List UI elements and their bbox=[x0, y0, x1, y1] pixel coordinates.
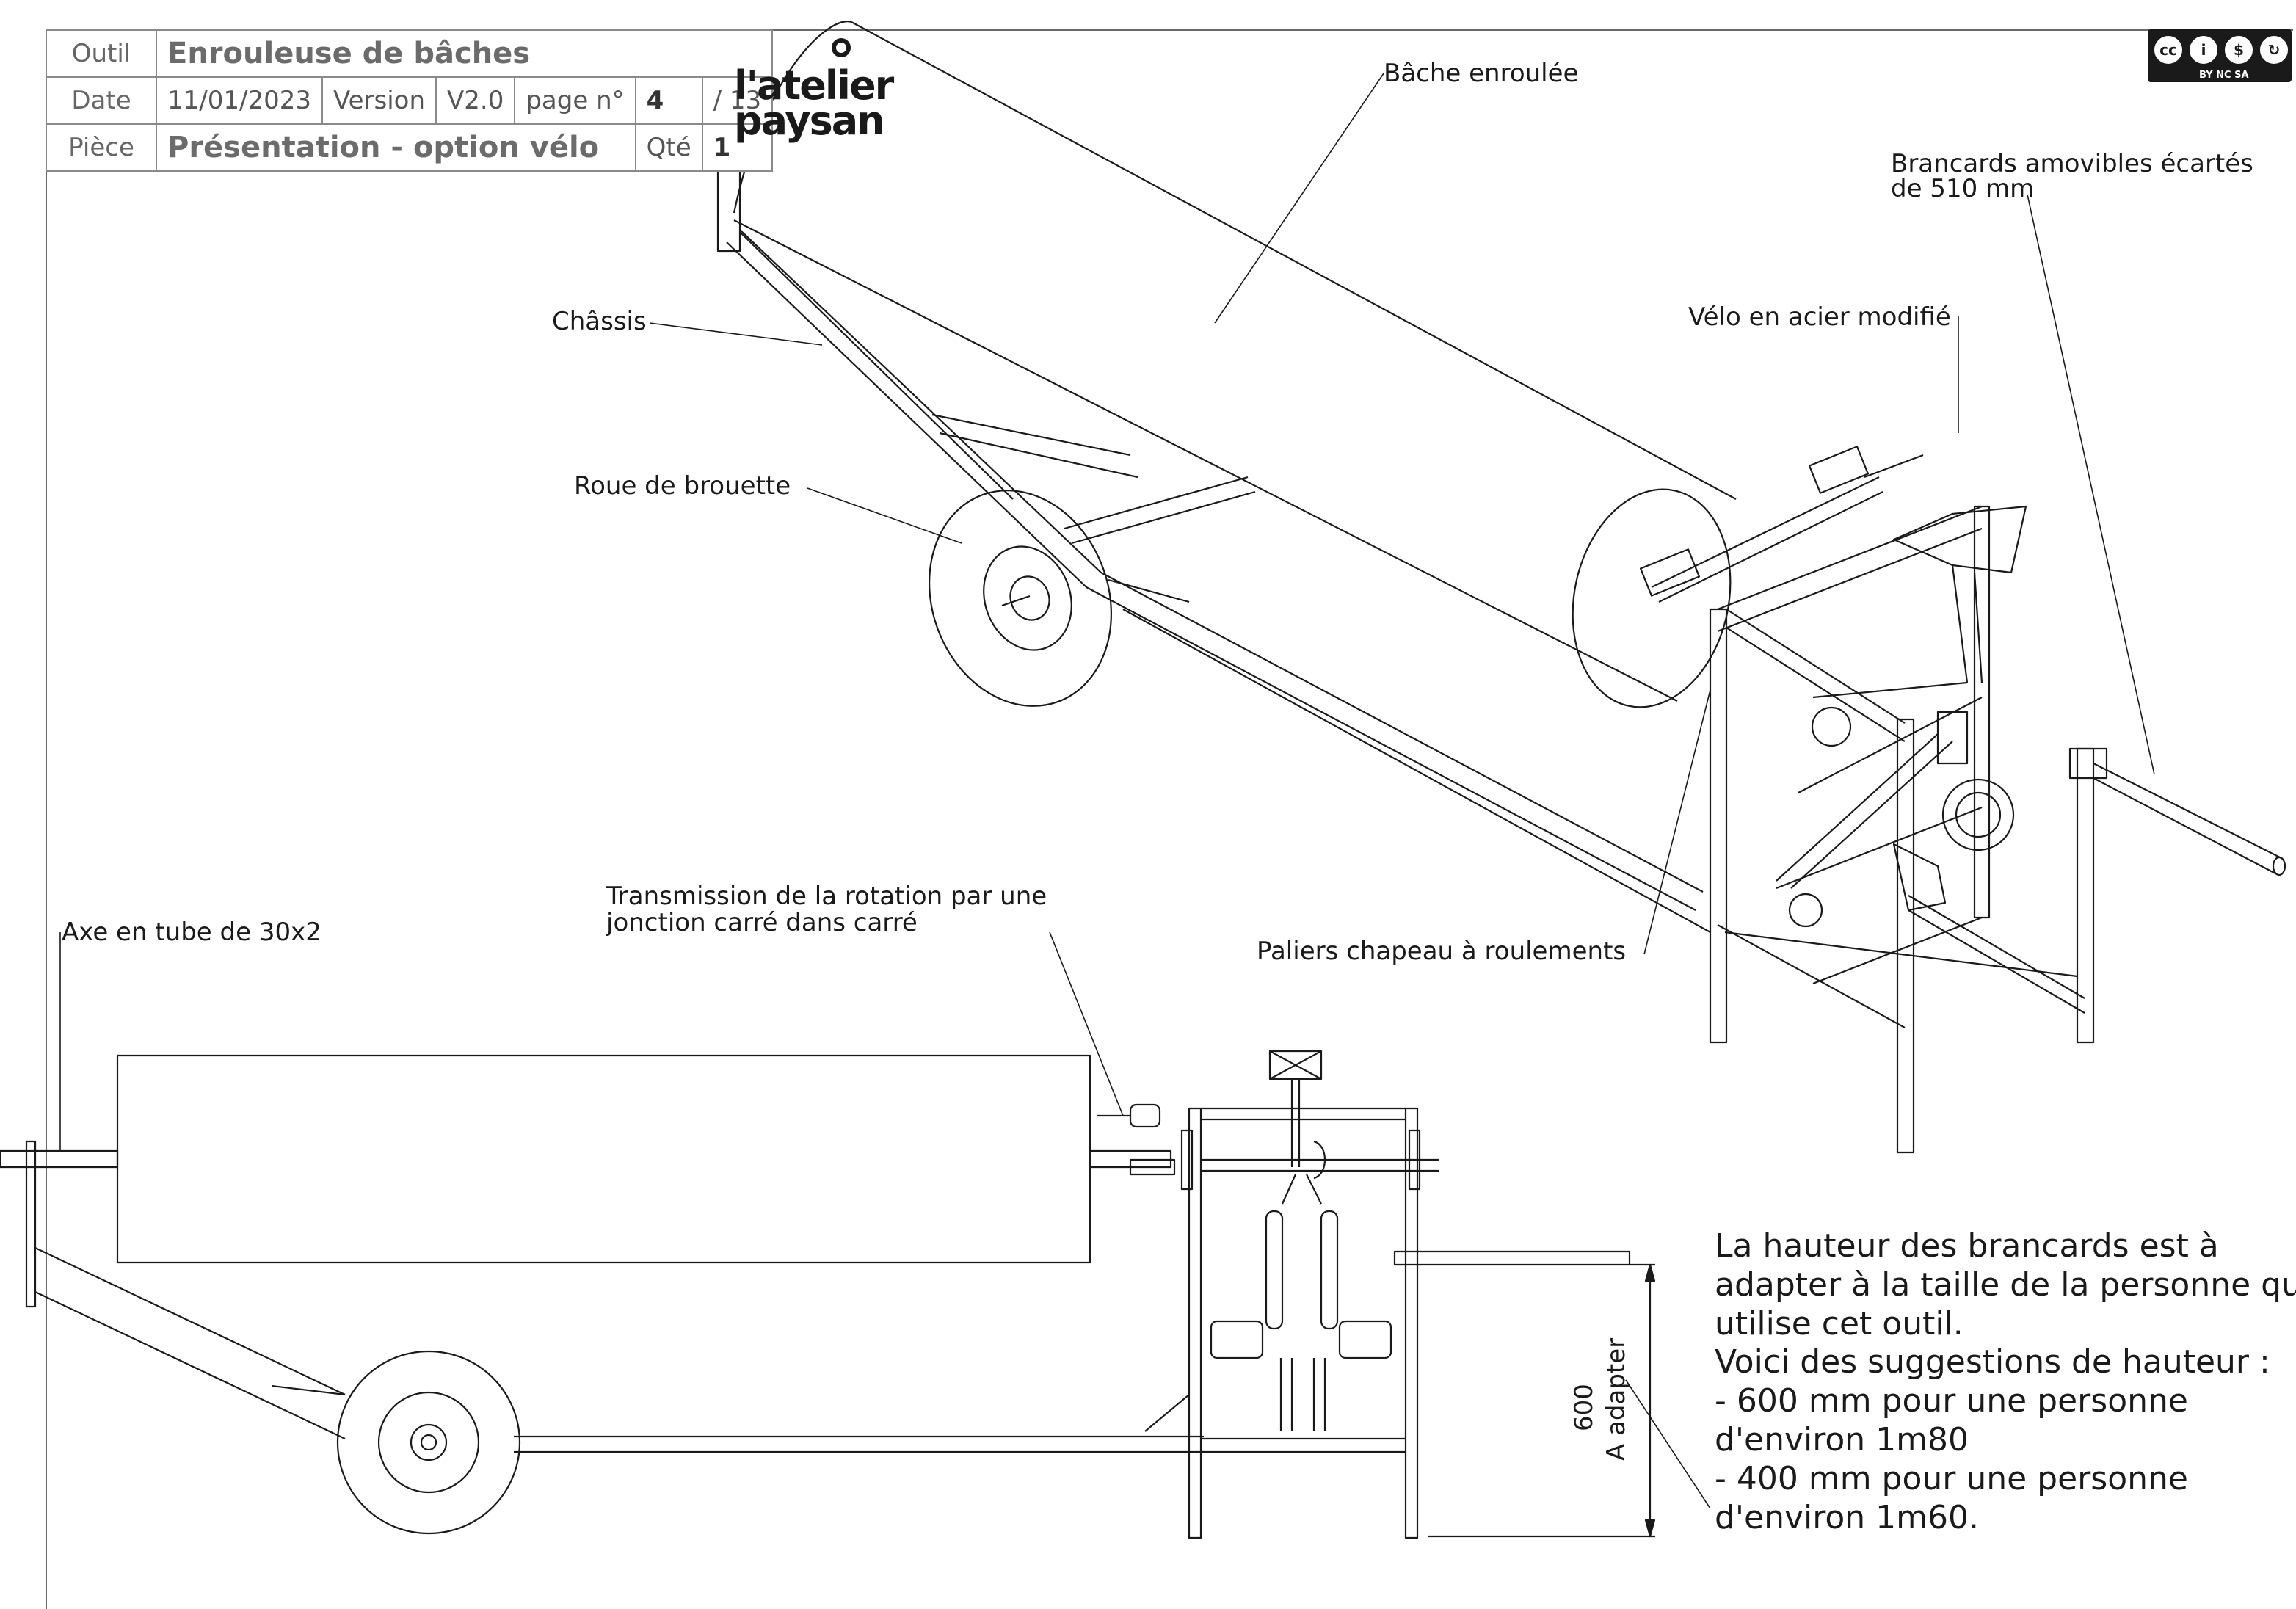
note-line: - 600 mm pour une personne bbox=[1715, 1382, 2188, 1420]
note-line: La hauteur des brancards est à bbox=[1715, 1227, 2219, 1265]
date-value: 11/01/2023 bbox=[156, 76, 323, 125]
outil-label: Outil bbox=[46, 29, 157, 78]
iso-bike-frame bbox=[1709, 505, 2286, 1154]
cc-license-badge: cc i $ ↻ BY NC SA bbox=[2148, 29, 2292, 82]
dimension-value: 600 bbox=[1569, 1384, 1599, 1431]
page-total: / 13 bbox=[701, 76, 774, 125]
note-line: - 400 mm pour une personne bbox=[1715, 1459, 2188, 1497]
side-wheel bbox=[336, 1350, 521, 1535]
attribution-icon: i bbox=[2187, 34, 2220, 66]
leader-dimension-note bbox=[1625, 1379, 1711, 1509]
note-line: Voici des suggestions de hauteur : bbox=[1715, 1343, 2270, 1381]
qte-label: Qté bbox=[634, 123, 703, 172]
title-block: Outil Enrouleuse de bâches Date 11/01/20… bbox=[46, 29, 774, 172]
side-axle bbox=[0, 1149, 119, 1169]
piece-label: Pièce bbox=[46, 123, 157, 172]
side-view bbox=[0, 1050, 1656, 1539]
date-label: Date bbox=[46, 76, 157, 125]
iso-wheel bbox=[929, 490, 1112, 707]
isometric-view bbox=[711, 21, 2286, 1154]
version-value: V2.0 bbox=[435, 76, 516, 125]
noncommercial-icon: $ bbox=[2223, 34, 2255, 66]
iso-chassis bbox=[711, 57, 1711, 933]
note-line: adapter à la taille de la personne qui bbox=[1715, 1265, 2296, 1304]
dimension-label: A adapter bbox=[1602, 1337, 1631, 1461]
label-paliers: Paliers chapeau à roulements bbox=[1257, 937, 1627, 966]
label-bache: Bâche enroulée bbox=[1384, 59, 1579, 88]
cc-license-footer: BY NC SA bbox=[2199, 70, 2249, 81]
piece-value: Présentation - option vélo bbox=[156, 123, 636, 172]
side-brancard bbox=[1393, 1250, 1631, 1266]
page-label: page n° bbox=[514, 76, 636, 125]
label-axe: Axe en tube de 30x2 bbox=[62, 918, 321, 947]
height-note: La hauteur des brancards est à adapter à… bbox=[1715, 1227, 2296, 1537]
label-roue: Roue de brouette bbox=[574, 471, 791, 501]
title-row-piece: Pièce Présentation - option vélo Qté 1 bbox=[46, 123, 774, 172]
label-transmission-line2: jonction carré dans carré bbox=[606, 908, 918, 937]
iso-bike bbox=[1639, 446, 2027, 928]
outil-value: Enrouleuse de bâches bbox=[155, 29, 774, 78]
drawing-frame bbox=[46, 29, 2293, 1609]
label-transmission-line1: Transmission de la rotation par une bbox=[606, 882, 1047, 911]
side-roll bbox=[116, 1054, 1091, 1264]
hex-nut-icon bbox=[832, 38, 851, 57]
leader-roue bbox=[807, 487, 962, 544]
page-number: 4 bbox=[634, 76, 703, 125]
logo-line-2: paysan bbox=[734, 98, 885, 144]
note-line: utilise cet outil. bbox=[1715, 1304, 1963, 1343]
leader-transmission bbox=[1049, 931, 1124, 1116]
atelier-paysan-logo: l'atelier paysan bbox=[723, 29, 894, 184]
leader-paliers bbox=[1643, 689, 1711, 955]
label-brancards-line1: Brancards amovibles écartés bbox=[1891, 149, 2253, 178]
label-brancards-line2: de 510 mm bbox=[1891, 174, 2035, 203]
leader-brancards bbox=[2027, 194, 2155, 775]
leader-chassis bbox=[649, 322, 823, 346]
cc-icon: cc bbox=[2152, 34, 2184, 66]
title-row-date: Date 11/01/2023 Version V2.0 page n° 4 /… bbox=[46, 76, 774, 125]
note-line: d'environ 1m60. bbox=[1715, 1498, 1979, 1536]
logo-line-1: l'atelier bbox=[734, 62, 894, 109]
side-saddle bbox=[1268, 1050, 1323, 1080]
label-chassis: Châssis bbox=[552, 307, 647, 336]
sharealike-icon: ↻ bbox=[2258, 34, 2290, 66]
qte-value: 1 bbox=[701, 123, 774, 172]
note-line: d'environ 1m80 bbox=[1715, 1420, 1969, 1459]
leader-lines bbox=[59, 73, 2155, 1509]
title-row-outil: Outil Enrouleuse de bâches bbox=[46, 29, 774, 78]
version-label: Version bbox=[321, 76, 437, 125]
label-velo: Vélo en acier modifié bbox=[1688, 302, 1951, 332]
leader-bache bbox=[1214, 73, 1384, 324]
